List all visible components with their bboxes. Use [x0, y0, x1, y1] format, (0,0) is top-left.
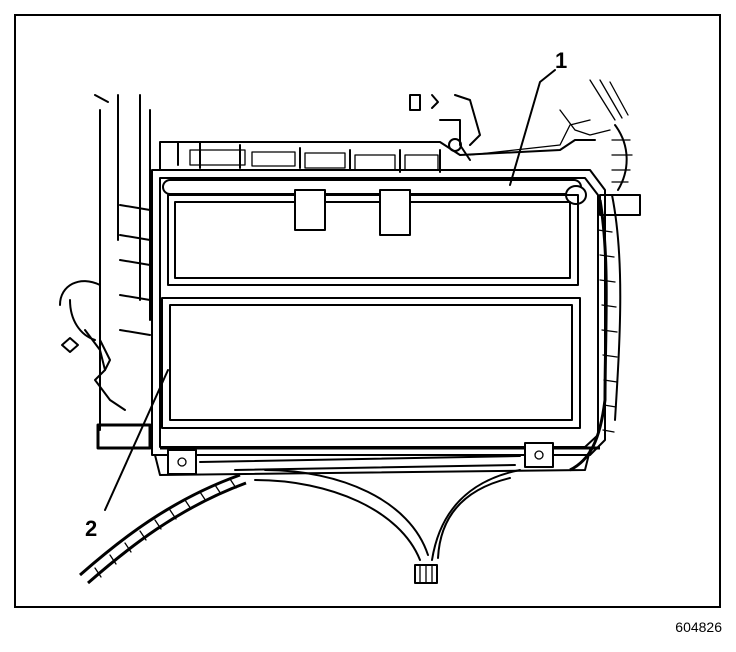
leader-lines	[104, 69, 556, 511]
left-corrugated-loom	[79, 473, 247, 585]
callout-2: 2	[85, 516, 98, 541]
lower-wiring	[254, 469, 521, 584]
right-wiring-harness	[569, 79, 641, 472]
core-assembly-frame	[151, 169, 606, 456]
illustration-frame	[14, 14, 721, 608]
upper-tube	[162, 179, 587, 205]
lower-core-panel	[161, 297, 581, 429]
leader-line-2	[104, 369, 169, 511]
hvac-case-left	[59, 94, 152, 450]
figure-id: 604826	[675, 619, 722, 635]
callout-1: 1	[555, 48, 568, 73]
hvac-case-upper	[159, 94, 611, 173]
upper-core-panel	[167, 189, 579, 286]
leader-line-1	[509, 69, 556, 186]
lower-rail	[154, 442, 600, 476]
